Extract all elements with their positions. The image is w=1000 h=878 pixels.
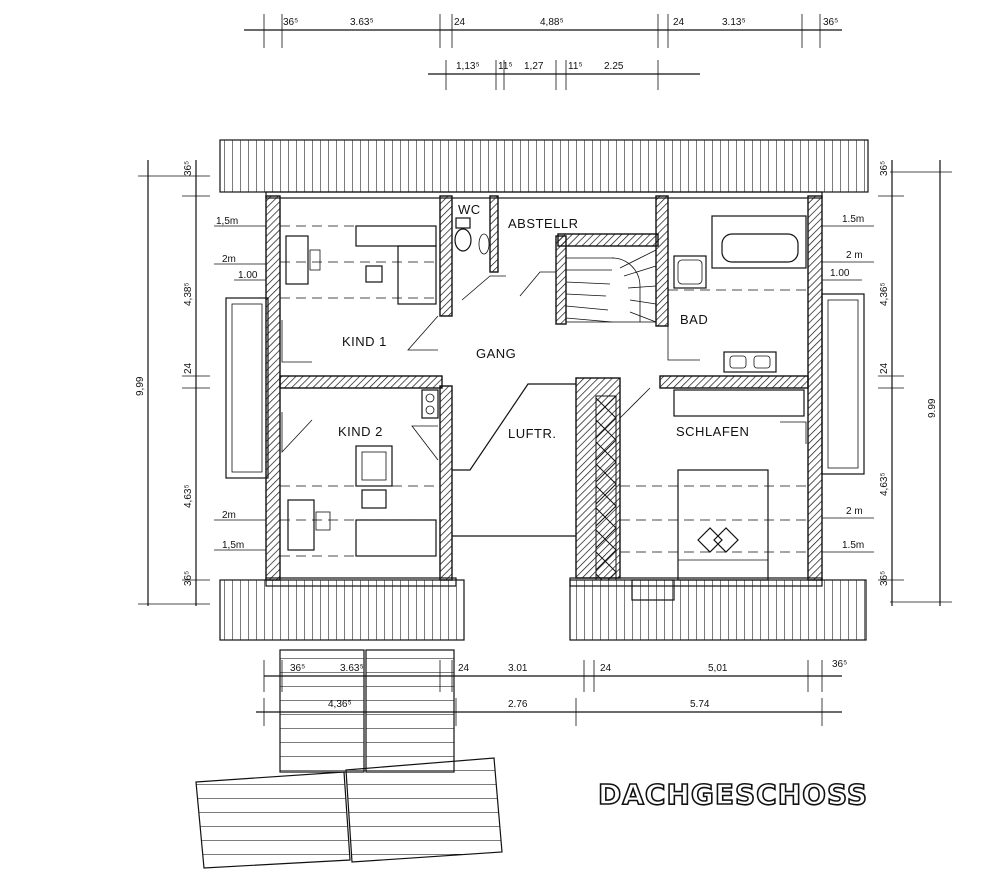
- dims-right: [822, 160, 952, 606]
- door-swings: [281, 271, 807, 461]
- dormer-right: [821, 293, 865, 475]
- furniture-kind2: [280, 389, 440, 557]
- dim-top-2: 3.63⁵: [350, 17, 374, 28]
- dim-bottom-1: 36⁵: [290, 663, 305, 674]
- furniture-kind1: [280, 225, 440, 305]
- dims-top: [244, 14, 842, 90]
- dim-top-4: 4,88⁵: [540, 17, 564, 28]
- room-label-luftr: LUFTR.: [508, 426, 557, 441]
- dim-left-2: 4,38⁵: [183, 282, 194, 306]
- dim-top2-5: 2.25: [604, 61, 624, 72]
- dim-text-right: 9.99 36⁵ 4,36⁵ 24 4,63⁵ 36⁵ 1.5m 2 m 1.0…: [830, 161, 938, 586]
- dim-top2-4: 11⁵: [568, 61, 583, 72]
- dim-right-mark-4: 2 m: [846, 506, 863, 517]
- roof-eave-top: [219, 139, 869, 193]
- roof-eave-bottom-left: [219, 579, 465, 641]
- room-label-kind2: KIND 2: [338, 424, 383, 439]
- room-labels: KIND 1 KIND 2 GANG LUFTR. SCHLAFEN BAD W…: [338, 202, 749, 441]
- dim-right-mark-3: 1.00: [830, 268, 850, 279]
- furniture-schlafen: [620, 389, 808, 601]
- dim-left-mark-1: 1,5m: [216, 216, 238, 227]
- dim-right-1: 36⁵: [879, 161, 890, 176]
- interior-walls: [279, 195, 809, 581]
- dim-left-mark-4: 2m: [222, 510, 236, 521]
- room-label-wc: WC: [458, 202, 481, 217]
- dim-right-5: 36⁵: [879, 571, 890, 586]
- dormer-left: [225, 297, 269, 479]
- outer-walls: [265, 191, 823, 587]
- dim-left-3: 24: [183, 362, 194, 374]
- dim-top-1: 36⁵: [283, 17, 298, 28]
- dim-bottom2-1: 4,36⁵: [328, 699, 352, 710]
- dim-bottom-2: 3.63⁵: [340, 663, 364, 674]
- dim-bottom-3: 24: [458, 663, 470, 674]
- plan-title: DACHGESCHOSS: [598, 778, 868, 811]
- dim-text-left: 9,99 36⁵ 4,38⁵ 24 4,63⁵ 36⁵ 1,5m 2m 1.00…: [135, 161, 258, 586]
- dim-left-mark-3: 1.00: [238, 270, 258, 281]
- dim-left-4: 4,63⁵: [183, 484, 194, 508]
- dim-top2-1: 1,13⁵: [456, 61, 480, 72]
- dim-top2-2: 11⁵: [498, 61, 513, 72]
- dim-right-2: 4,36⁵: [879, 282, 890, 306]
- dim-left-outer: 9,99: [135, 376, 146, 396]
- dim-left-mark-2: 2m: [222, 254, 236, 265]
- dims-left: [138, 160, 266, 606]
- dim-bottom-7: 36⁵: [832, 659, 847, 670]
- dim-left-mark-5: 1,5m: [222, 540, 244, 551]
- dim-right-mark-5: 1.5m: [842, 540, 864, 551]
- room-label-abstellr: ABSTELLR: [508, 216, 578, 231]
- terrace-stairs: [195, 649, 503, 869]
- dim-text-top: 36⁵ 3.63⁵ 24 4,88⁵ 24 3.13⁵ 36⁵ 1,13⁵ 11…: [283, 17, 838, 72]
- dim-top-6: 3.13⁵: [722, 17, 746, 28]
- room-label-bad: BAD: [680, 312, 708, 327]
- dim-text-bottom: 36⁵ 3.63⁵ 24 3.01 24 5,01 36⁵ 4,36⁵ 2.76…: [290, 659, 847, 710]
- dim-right-4: 4,63⁵: [879, 472, 890, 496]
- bad-fixtures: [668, 215, 808, 373]
- wc-fixtures: [454, 217, 490, 255]
- dim-left-5: 36⁵: [183, 571, 194, 586]
- dim-left-1: 36⁵: [183, 161, 194, 176]
- room-label-schlafen: SCHLAFEN: [676, 424, 749, 439]
- luftraum-outline: [452, 383, 576, 537]
- dim-top-3: 24: [454, 17, 466, 28]
- dim-bottom-4: 3.01: [508, 663, 528, 674]
- dim-bottom2-2: 2.76: [508, 699, 528, 710]
- dim-bottom-5: 24: [600, 663, 612, 674]
- dim-top2-3: 1,27: [524, 61, 544, 72]
- staircase: [565, 245, 657, 323]
- dim-top-7: 36⁵: [823, 17, 838, 28]
- roof-eave-bottom-right: [569, 579, 867, 641]
- dim-bottom-6: 5,01: [708, 663, 728, 674]
- dim-right-mark-2: 2 m: [846, 250, 863, 261]
- dim-right-outer: 9.99: [927, 398, 938, 418]
- room-label-gang: GANG: [476, 346, 516, 361]
- dim-bottom2-3: 5.74: [690, 699, 710, 710]
- dim-right-mark-1: 1.5m: [842, 214, 864, 225]
- dims-bottom: [256, 660, 842, 726]
- dim-right-3: 24: [879, 362, 890, 374]
- room-label-kind1: KIND 1: [342, 334, 387, 349]
- dim-top-5: 24: [673, 17, 685, 28]
